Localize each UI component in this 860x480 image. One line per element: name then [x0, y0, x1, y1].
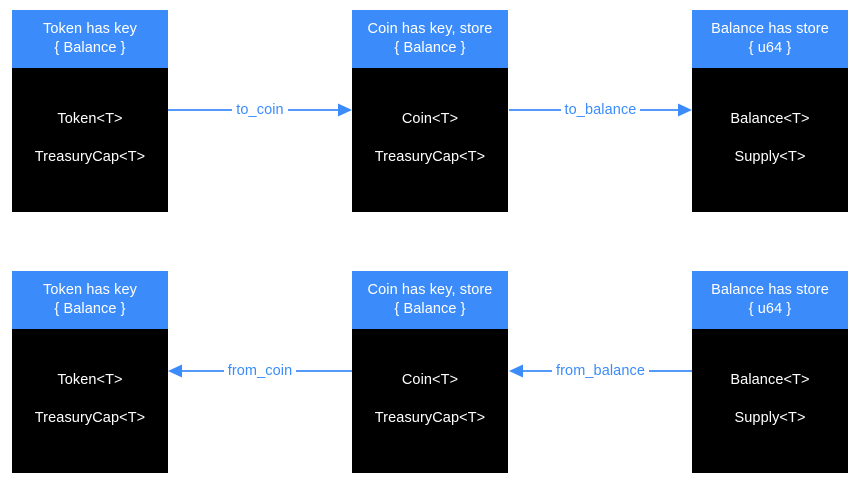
node-body-item: Token<T> [57, 372, 123, 388]
node-header-line2: { u64 } [748, 301, 792, 317]
edge-from-balance: from_balance [509, 358, 692, 384]
edge-to-balance: to_balance [509, 97, 692, 123]
node-header-line1: Coin has key, store [367, 282, 493, 298]
node-body-item: TreasuryCap<T> [34, 149, 146, 165]
node-header-coin-bottom: Coin has key, store { Balance } [352, 271, 508, 329]
node-header-line2: { Balance } [54, 40, 126, 56]
node-token-bottom[interactable]: Token has key { Balance } Token<T> Treas… [12, 271, 168, 473]
node-header-line2: { u64 } [748, 40, 792, 56]
node-body-coin-bottom: Coin<T> TreasuryCap<T> [352, 329, 508, 473]
node-body-item: TreasuryCap<T> [34, 410, 146, 426]
node-header-line1: Balance has store [711, 21, 829, 37]
node-header-line2: { Balance } [394, 40, 466, 56]
node-body-item: Coin<T> [401, 372, 459, 388]
edge-from-coin: from_coin [168, 358, 352, 384]
node-header-line1: Token has key [43, 282, 137, 298]
arrow-left-icon [509, 364, 692, 378]
node-header-line1: Token has key [43, 21, 137, 37]
node-body-item: Token<T> [57, 111, 123, 127]
node-header-balance-bottom: Balance has store { u64 } [692, 271, 848, 329]
node-body-item: Supply<T> [734, 149, 806, 165]
node-balance-bottom[interactable]: Balance has store { u64 } Balance<T> Sup… [692, 271, 848, 473]
node-balance-top[interactable]: Balance has store { u64 } Balance<T> Sup… [692, 10, 848, 212]
arrow-right-icon [168, 103, 352, 117]
node-header-line2: { Balance } [54, 301, 126, 317]
node-body-balance-bottom: Balance<T> Supply<T> [692, 329, 848, 473]
node-body-item: Balance<T> [730, 372, 810, 388]
node-token-top[interactable]: Token has key { Balance } Token<T> Treas… [12, 10, 168, 212]
node-header-token-top: Token has key { Balance } [12, 10, 168, 68]
node-coin-bottom[interactable]: Coin has key, store { Balance } Coin<T> … [352, 271, 508, 473]
node-header-line1: Balance has store [711, 282, 829, 298]
node-body-item: Supply<T> [734, 410, 806, 426]
node-body-token-top: Token<T> TreasuryCap<T> [12, 68, 168, 212]
node-body-token-bottom: Token<T> TreasuryCap<T> [12, 329, 168, 473]
node-header-token-bottom: Token has key { Balance } [12, 271, 168, 329]
node-header-coin-top: Coin has key, store { Balance } [352, 10, 508, 68]
node-body-item: Coin<T> [401, 111, 459, 127]
node-header-balance-top: Balance has store { u64 } [692, 10, 848, 68]
node-body-coin-top: Coin<T> TreasuryCap<T> [352, 68, 508, 212]
node-body-item: Balance<T> [730, 111, 810, 127]
node-coin-top[interactable]: Coin has key, store { Balance } Coin<T> … [352, 10, 508, 212]
node-body-item: TreasuryCap<T> [374, 149, 486, 165]
node-header-line1: Coin has key, store [367, 21, 493, 37]
node-body-item: TreasuryCap<T> [374, 410, 486, 426]
node-header-line2: { Balance } [394, 301, 466, 317]
edge-to-coin: to_coin [168, 97, 352, 123]
arrow-left-icon [168, 364, 352, 378]
arrow-right-icon [509, 103, 692, 117]
node-body-balance-top: Balance<T> Supply<T> [692, 68, 848, 212]
